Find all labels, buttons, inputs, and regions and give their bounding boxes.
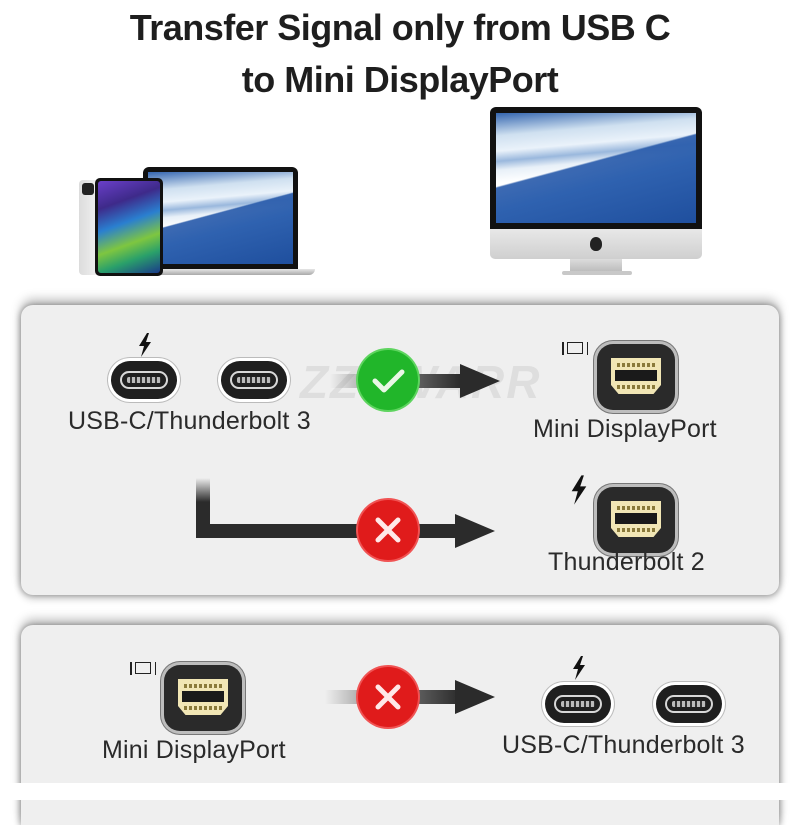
check-icon [358, 350, 418, 410]
macbook-base [133, 269, 315, 275]
apple-logo-icon [590, 237, 602, 251]
thunderbolt2-port [597, 487, 675, 553]
ipad-camera [82, 183, 94, 195]
arrow-head-icon-2 [455, 514, 495, 548]
usbc-port-thunderbolt [108, 358, 180, 402]
arrow-head-icon [460, 364, 500, 398]
source-label-minidp: Mini DisplayPort [102, 736, 286, 764]
usbc-port [218, 358, 290, 402]
displayport-icon [562, 342, 588, 355]
thunderbolt-icon-2 [571, 475, 587, 505]
target-label-thunderbolt2: Thunderbolt 2 [548, 548, 705, 576]
mini-displayport-port-2 [164, 665, 242, 731]
target-label-usbc: USB-C/Thunderbolt 3 [502, 731, 745, 759]
x-icon [358, 500, 418, 560]
thunderbolt-icon-3 [573, 656, 585, 680]
arrow-shaft-2 [196, 524, 460, 538]
headline-line-1: Transfer Signal only from USB C [129, 7, 671, 48]
usbc-port-2 [653, 682, 725, 726]
imac-image [490, 107, 702, 275]
x-icon-2 [358, 667, 418, 727]
displayport-icon-2 [130, 662, 156, 675]
headline-line-2: to Mini DisplayPort [241, 59, 559, 100]
target-label-minidp: Mini DisplayPort [533, 415, 717, 443]
usbc-port-thunderbolt-2 [542, 682, 614, 726]
branch-line [196, 478, 210, 538]
macbook-image [143, 167, 298, 270]
source-label-usbc: USB-C/Thunderbolt 3 [68, 407, 311, 435]
mini-displayport-port [597, 344, 675, 410]
thunderbolt-icon [139, 333, 151, 357]
ipad-image [95, 178, 163, 276]
arrow-head-icon-3 [455, 680, 495, 714]
